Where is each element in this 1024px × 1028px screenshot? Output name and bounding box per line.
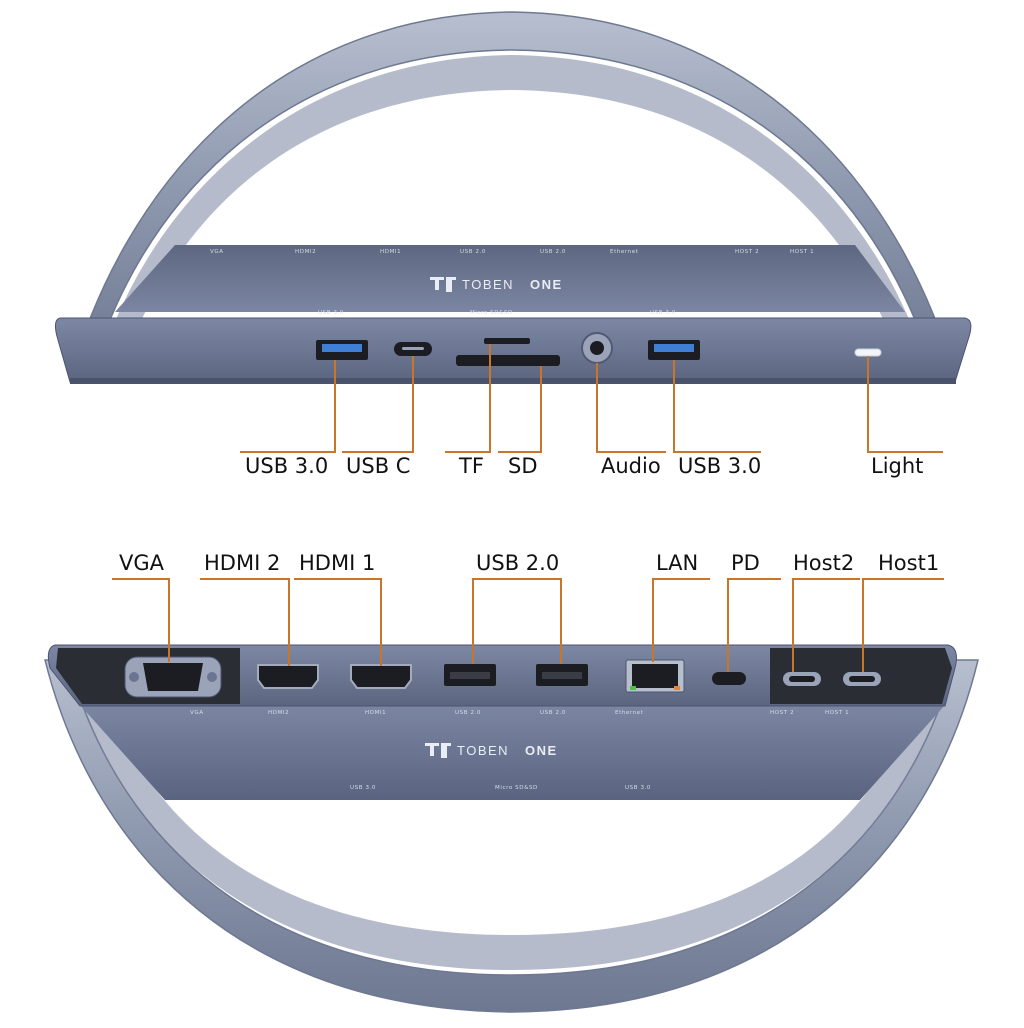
vga-port (143, 663, 203, 691)
svg-text:HDMI2: HDMI2 (295, 249, 316, 255)
leader-usb-c-h (342, 451, 414, 453)
leader-pd-v (727, 578, 729, 672)
svg-text:USB 2.0: USB 2.0 (455, 710, 481, 716)
leader-tf-v (489, 344, 491, 453)
svg-text:VGA: VGA (190, 710, 204, 716)
svg-text:USB 2.0: USB 2.0 (460, 249, 486, 255)
leader-tf-h (445, 451, 491, 453)
light-indicator (854, 348, 882, 357)
bottom-ports (124, 656, 881, 698)
leader-usb3-right-v (673, 360, 675, 453)
label-audio: Audio (601, 454, 661, 478)
pd-port (712, 672, 746, 685)
leader-pd-h (727, 578, 781, 580)
brand-text-bold-2: ONE (525, 743, 558, 758)
bottom-brand-logo: TOBEN ONE (425, 743, 558, 758)
leader-lan-h (652, 578, 710, 580)
top-ports (316, 332, 882, 366)
brand-text-light: TOBEN (462, 277, 514, 292)
svg-text:HOST 2: HOST 2 (770, 710, 794, 716)
leader-light-h (867, 451, 943, 453)
top-brand-logo: TOBEN ONE (430, 277, 563, 292)
tf-slot (484, 338, 530, 344)
leader-usb2-h (472, 578, 562, 580)
svg-text:HOST 2: HOST 2 (735, 249, 759, 255)
svg-text:USB 3.0: USB 3.0 (625, 785, 651, 791)
leader-hdmi1-v (380, 578, 382, 666)
svg-text:Ethernet: Ethernet (615, 710, 644, 716)
leader-vga-h (112, 578, 170, 580)
leader-sd-v (540, 366, 542, 453)
svg-text:USB 2.0: USB 2.0 (540, 249, 566, 255)
label-pd: PD (731, 551, 760, 575)
leader-vga-v (168, 578, 170, 662)
leader-host1-h (862, 578, 944, 580)
leader-audio-v (596, 363, 598, 453)
bottom-view: TOBEN ONE VGA HDMI2 HDMI1 USB 2.0 USB 2.… (44, 644, 979, 1013)
bottom-plate (80, 705, 945, 800)
label-sd: SD (508, 454, 538, 478)
leader-hdmi1-h (294, 578, 382, 580)
label-usb3-right: USB 3.0 (678, 454, 762, 478)
top-front-face (54, 317, 972, 383)
leader-hdmi2-h (200, 578, 290, 580)
svg-text:USB 3.0: USB 3.0 (350, 785, 376, 791)
svg-text:HOST 1: HOST 1 (825, 710, 849, 716)
label-host2: Host2 (793, 551, 855, 575)
svg-text:USB 3.0: USB 3.0 (318, 310, 344, 316)
label-usb2: USB 2.0 (476, 551, 560, 575)
label-vga: VGA (119, 551, 165, 575)
svg-text:Micro SD&SD: Micro SD&SD (495, 785, 538, 791)
label-usb3-left: USB 3.0 (245, 454, 329, 478)
sd-slot (456, 355, 560, 366)
brand-text-bold: ONE (530, 277, 563, 292)
svg-text:Micro SD&SD: Micro SD&SD (470, 310, 513, 316)
leader-usb-c-v (412, 356, 414, 453)
hdmi1-port (350, 664, 412, 689)
bottom-ring (44, 659, 979, 1013)
leader-sd-h (498, 451, 542, 453)
label-usb-c: USB C (346, 454, 411, 478)
svg-text:VGA: VGA (210, 249, 224, 255)
label-light: Light (871, 454, 924, 478)
leader-host1-v (862, 578, 864, 672)
brand-text-light-2: TOBEN (457, 743, 509, 758)
hdmi2-port (257, 664, 319, 689)
leader-host2-v (792, 578, 794, 672)
bottom-front-face (47, 644, 957, 707)
leader-usb3-right-h (673, 451, 761, 453)
leader-usb3-left-v (334, 360, 336, 453)
svg-text:Ethernet: Ethernet (610, 249, 639, 255)
leader-usb2-v2 (560, 578, 562, 664)
svg-text:HDMI2: HDMI2 (268, 710, 289, 716)
leader-usb3-left-h (240, 451, 336, 453)
leader-light-v (867, 356, 869, 453)
svg-text:HOST 1: HOST 1 (790, 249, 814, 255)
leader-lan-v (652, 578, 654, 662)
leader-host2-h (792, 578, 860, 580)
svg-text:HDMI1: HDMI1 (380, 249, 401, 255)
leader-usb2-v1 (472, 578, 474, 664)
label-tf: TF (459, 454, 484, 478)
label-lan: LAN (656, 551, 699, 575)
label-host1: Host1 (878, 551, 940, 575)
svg-text:USB 3.0: USB 3.0 (650, 310, 676, 316)
leader-audio-h (596, 451, 666, 453)
label-hdmi1: HDMI 1 (299, 551, 376, 575)
top-plate (115, 245, 905, 312)
svg-text:USB 2.0: USB 2.0 (540, 710, 566, 716)
svg-text:HDMI1: HDMI1 (365, 710, 386, 716)
leader-hdmi2-v (288, 578, 290, 666)
top-view: TOBEN ONE VGA HDMI2 HDMI1 USB 2.0 USB 2.… (54, 11, 972, 384)
label-hdmi2: HDMI 2 (204, 551, 281, 575)
